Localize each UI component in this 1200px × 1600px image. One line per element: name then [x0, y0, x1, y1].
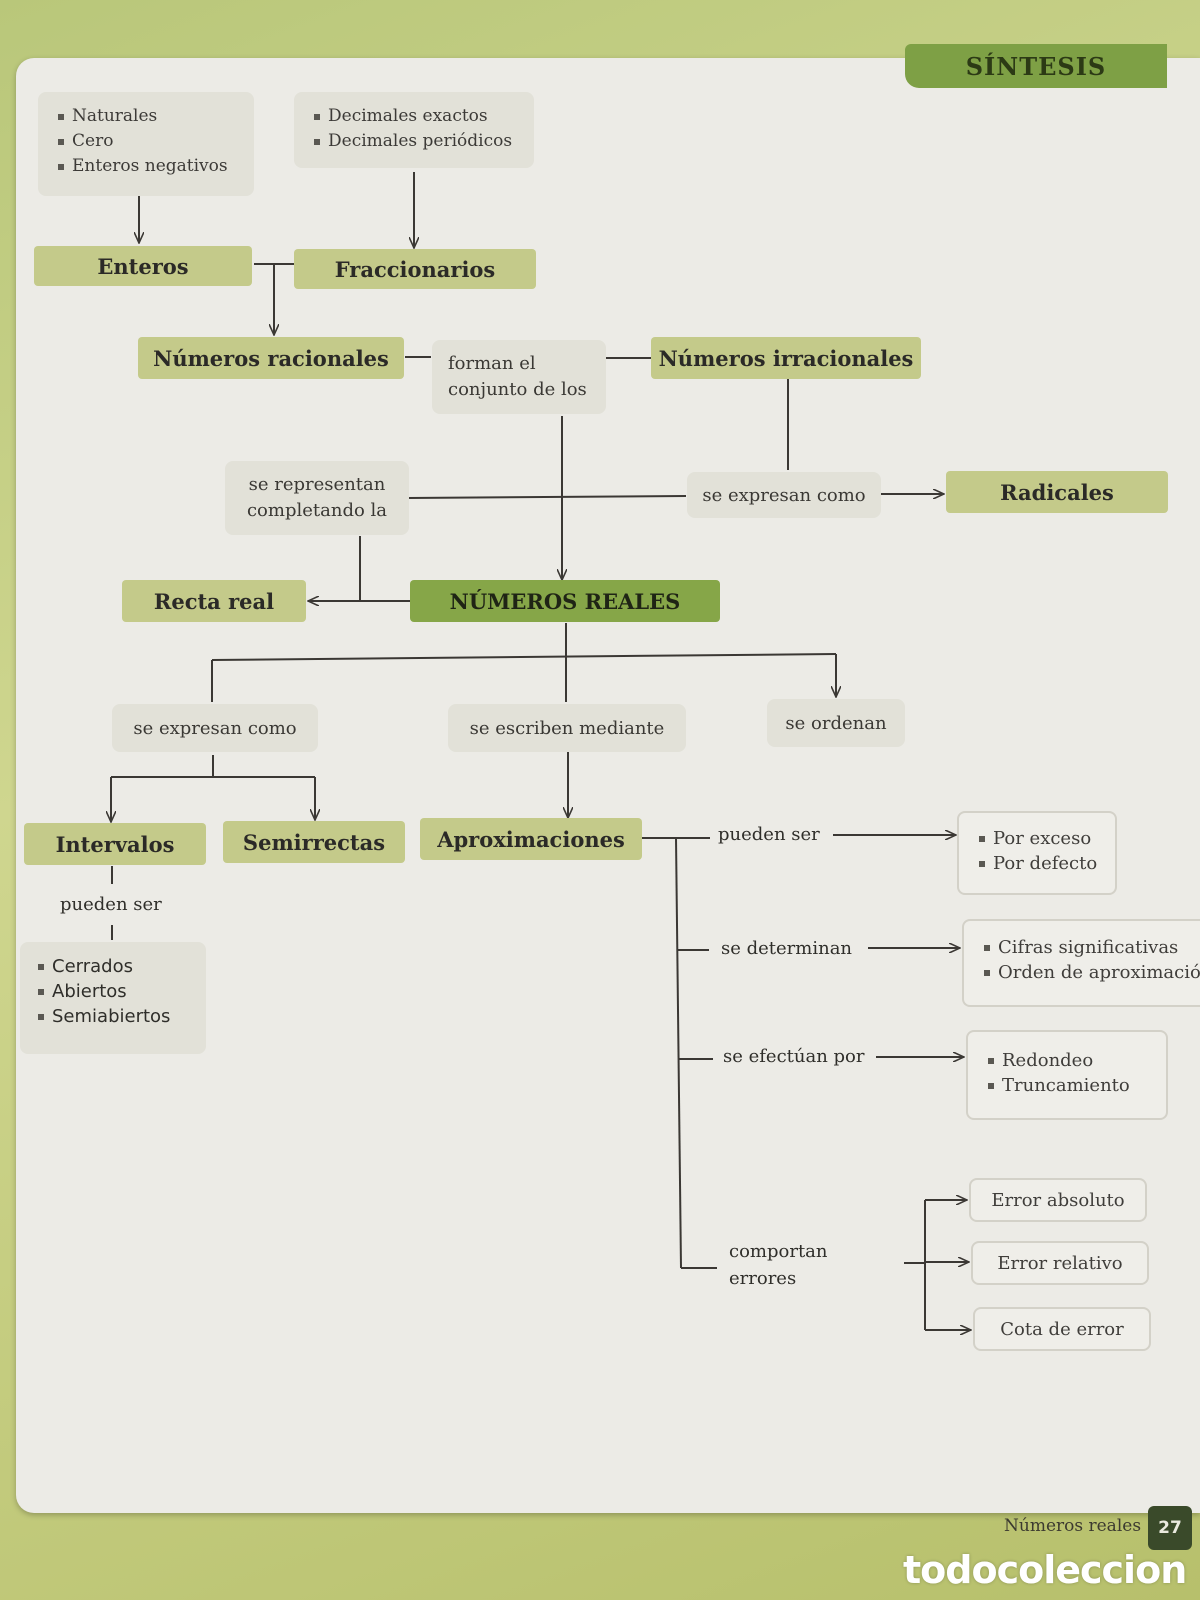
- list-item: Cifras significativas: [984, 935, 1200, 960]
- list-item: Truncamiento: [988, 1073, 1130, 1098]
- error-absoluto-label: Error absoluto: [991, 1189, 1125, 1211]
- node-radicales: Radicales: [946, 471, 1168, 513]
- list-item: Semiabiertos: [38, 1004, 170, 1029]
- efectuan-box: Redondeo Truncamiento: [966, 1030, 1168, 1120]
- node-numeros-reales: NÚMEROS REALES: [410, 580, 720, 622]
- natural-numbers-list: Naturales Cero Enteros negativos: [58, 104, 228, 179]
- error-relativo-label: Error relativo: [997, 1252, 1123, 1274]
- list-item: Por exceso: [979, 826, 1097, 851]
- node-se-escriben: se escriben mediante: [448, 704, 686, 752]
- list-item: Decimales periódicos: [314, 129, 512, 154]
- list-item: Por defecto: [979, 851, 1097, 876]
- efectuan-list: Redondeo Truncamiento: [988, 1048, 1130, 1098]
- pueden-ser-left-label: pueden ser: [60, 894, 162, 915]
- list-item: Naturales: [58, 104, 228, 129]
- node-enteros: Enteros: [34, 246, 252, 286]
- node-semirrectas: Semirrectas: [223, 821, 405, 863]
- node-se-representan: se representan completando la: [225, 461, 409, 535]
- se-representan-label: se representan completando la: [246, 474, 388, 521]
- error-relativo-box: Error relativo: [971, 1241, 1149, 1285]
- cota-error-label: Cota de error: [1000, 1318, 1124, 1340]
- determinan-list: Cifras significativas Orden de aproximac…: [984, 935, 1200, 985]
- node-fraccionarios: Fraccionarios: [294, 249, 536, 289]
- list-item: Redondeo: [988, 1048, 1130, 1073]
- list-item: Orden de aproximació: [984, 960, 1200, 985]
- cota-error-box: Cota de error: [973, 1307, 1151, 1351]
- list-item: Cero: [58, 129, 228, 154]
- node-se-ordenan: se ordenan: [767, 699, 905, 747]
- node-intervalos: Intervalos: [24, 823, 206, 865]
- list-item: Decimales exactos: [314, 104, 512, 129]
- node-aproximaciones: Aproximaciones: [420, 818, 642, 860]
- natural-numbers-box: Naturales Cero Enteros negativos: [38, 92, 254, 196]
- node-numeros-irracionales: Números irracionales: [651, 337, 921, 379]
- comportan-errores-label: comportan errores: [729, 1241, 828, 1289]
- footer-chapter: Números reales: [1004, 1516, 1142, 1536]
- section-tab: SÍNTESIS: [905, 44, 1167, 88]
- list-item: Abiertos: [38, 979, 170, 1004]
- decimals-box: Decimales exactos Decimales periódicos: [294, 92, 534, 168]
- node-numeros-racionales: Números racionales: [138, 337, 404, 379]
- interval-types-box: Cerrados Abiertos Semiabiertos: [20, 942, 206, 1054]
- se-determinan-label: se determinan: [721, 938, 853, 959]
- aprox-types-list: Por exceso Por defecto: [979, 826, 1097, 876]
- node-se-expresan-como: se expresan como: [112, 704, 318, 752]
- pueden-ser-label: pueden ser: [718, 824, 820, 845]
- node-se-expresan-radicales: se expresan como: [687, 472, 881, 518]
- error-absoluto-box: Error absoluto: [969, 1178, 1147, 1222]
- interval-types-list: Cerrados Abiertos Semiabiertos: [38, 954, 170, 1029]
- determinan-box: Cifras significativas Orden de aproximac…: [962, 919, 1200, 1007]
- se-efectuan-label: se efectúan por: [723, 1046, 865, 1067]
- list-item: Enteros negativos: [58, 154, 228, 179]
- aprox-types-box: Por exceso Por defecto: [957, 811, 1117, 895]
- forman-label: forman el conjunto de los: [448, 353, 587, 400]
- list-item: Cerrados: [38, 954, 170, 979]
- watermark-logo: todocoleccion: [903, 1548, 1187, 1592]
- decimals-list: Decimales exactos Decimales periódicos: [314, 104, 512, 154]
- node-forman-conjunto: forman el conjunto de los: [432, 340, 606, 414]
- node-recta-real: Recta real: [122, 580, 306, 622]
- page-number: 27: [1148, 1506, 1192, 1550]
